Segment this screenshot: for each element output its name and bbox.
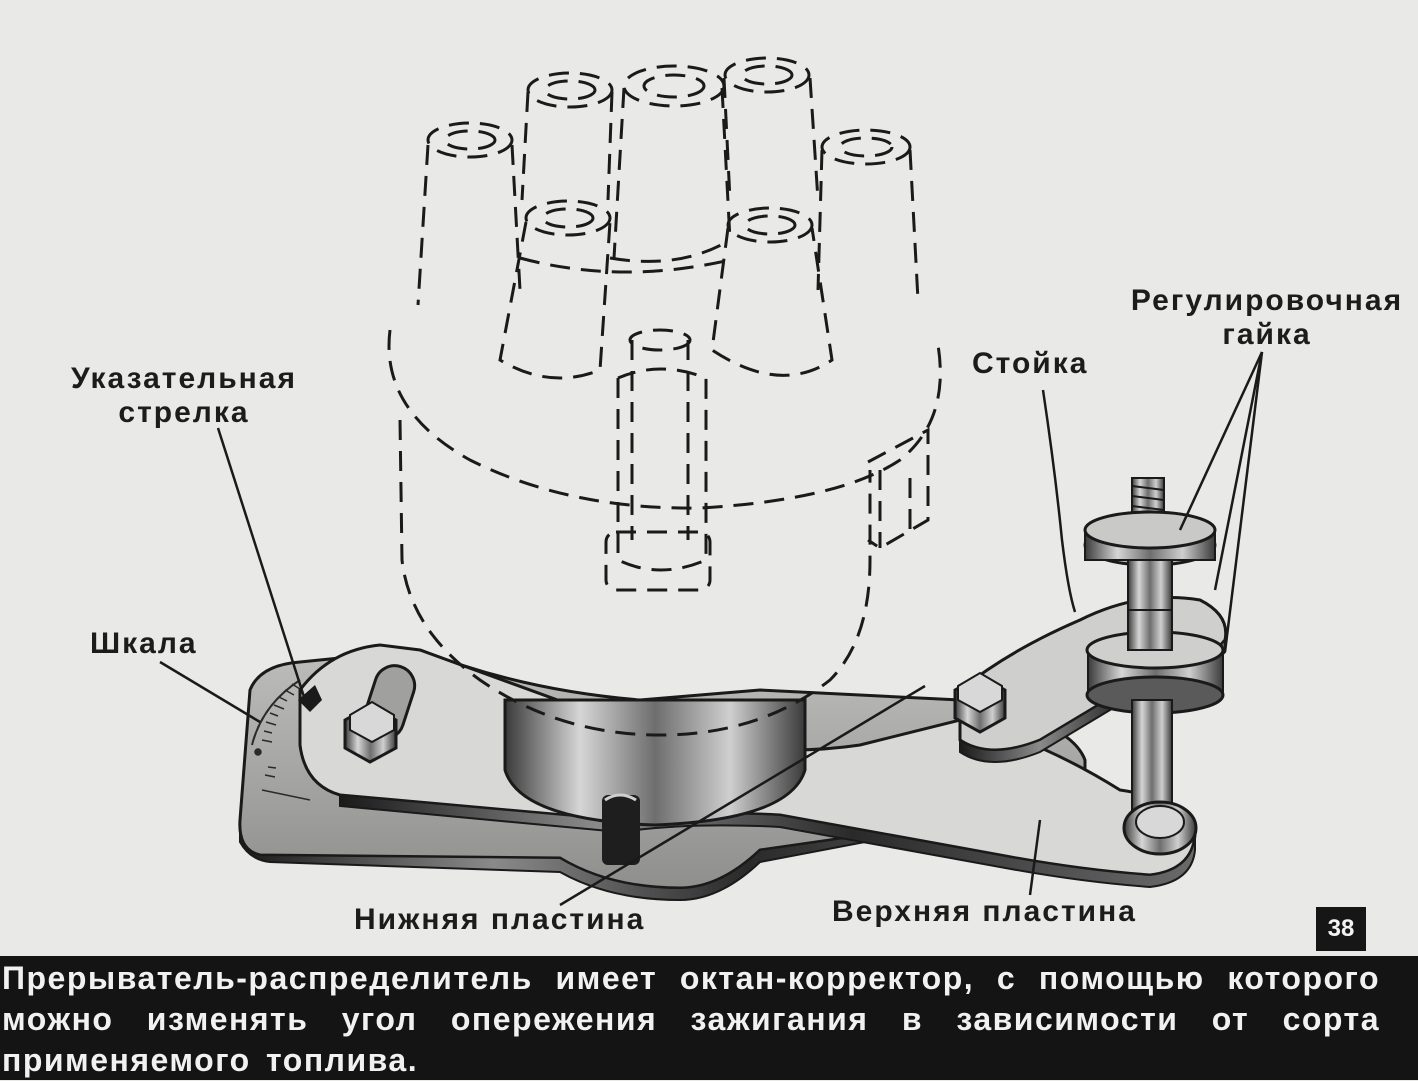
label-pointer-text: Указательная стрелка [71, 362, 297, 429]
nut-upper-plate-end [1122, 800, 1198, 856]
label-bracket: Стойка [972, 347, 1089, 380]
adjusting-nut-assembly [1083, 477, 1225, 811]
hex-bolt-bracket [953, 671, 1007, 734]
caption-bar: Прерыватель-распределитель имеет октан-к… [0, 956, 1418, 1080]
label-lower-plate: Нижняя пластина [354, 903, 646, 936]
distributor-body [503, 698, 807, 865]
distributor-cap [387, 56, 942, 737]
label-adjusting-nut: Регулировочная гайка [1126, 284, 1408, 352]
label-upper-plate: Верхняя пластина [832, 895, 1137, 928]
caption-text: Прерыватель-распределитель имеет октан-к… [2, 960, 1380, 1078]
pointer-arrow [298, 685, 322, 712]
hex-bolt-slot [343, 700, 398, 764]
scale-marks [251, 679, 311, 801]
frame-number-badge: 38 [1316, 907, 1366, 951]
leader-lines [159, 351, 1264, 907]
label-pointer: Указательная стрелка [60, 362, 308, 430]
label-adjusting-nut-text: Регулировочная гайка [1130, 284, 1404, 351]
label-scale: Шкала [90, 627, 198, 660]
